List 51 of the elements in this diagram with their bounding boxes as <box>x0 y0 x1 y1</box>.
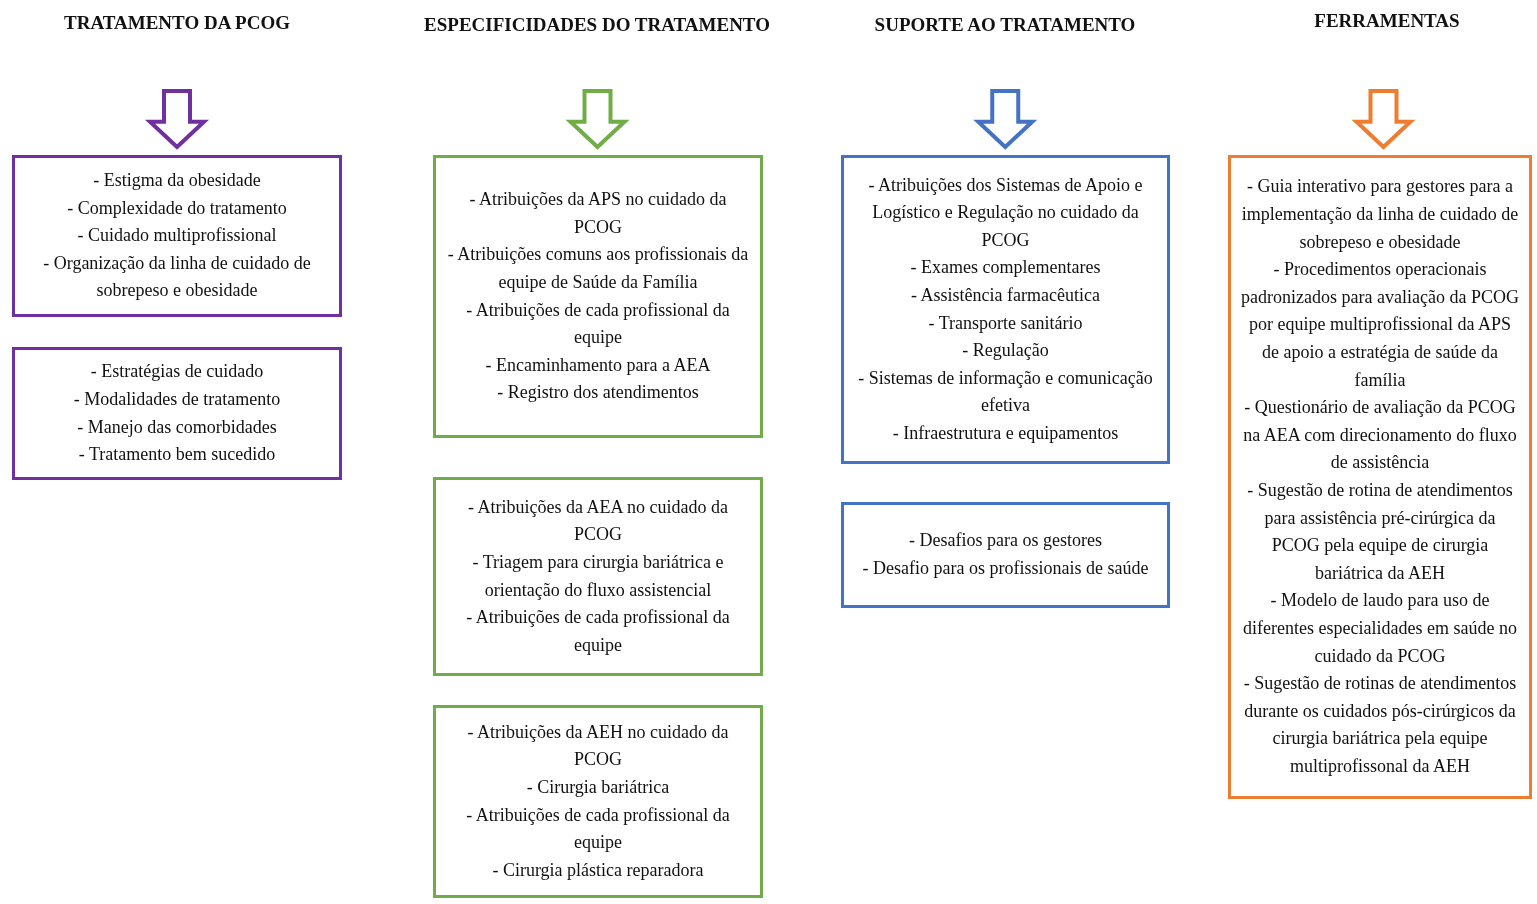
list-item: - Cuidado multiprofissional <box>76 224 278 248</box>
list-item: - Atribuições da AEH no cuidado da PCOG <box>466 720 730 772</box>
text-box <box>433 477 763 676</box>
list-item: - Regulação <box>961 339 1050 363</box>
list-item: - Atribuições da AEA no cuidado da PCOG <box>467 495 729 547</box>
block-arrow <box>1351 89 1416 150</box>
list-item: - Cirurgia plástica reparadora <box>491 858 705 882</box>
column-heading: TRATAMENTO DA PCOG <box>63 11 291 35</box>
list-item: - Atribuições de cada profissional da equipe <box>465 298 731 350</box>
list-item: - Atribuições de cada profissional da equipe <box>465 606 731 657</box>
list-item: - Transporte sanitário <box>927 311 1084 335</box>
list-item: - Modalidades de tratamento <box>72 387 282 411</box>
text-box <box>1228 155 1532 799</box>
list-item: - Manejo das comorbidades <box>76 415 278 439</box>
text-box <box>841 155 1170 464</box>
block-arrow <box>144 89 210 150</box>
list-item: - Atribuições comuns aos profissionais da equipe de Saúde da Família <box>446 243 750 294</box>
text-box <box>433 155 763 438</box>
column-heading: FERRAMENTAS <box>1313 9 1461 33</box>
list-item: - Complexidade do tratamento <box>66 196 288 220</box>
list-item: - Guia interativo para gestores para a implementação da linha de cuidado de sobrepeso e obesidade <box>1241 175 1519 254</box>
text-box <box>841 502 1170 608</box>
text-box <box>12 347 342 480</box>
column-heading: SUPORTE AO TRATAMENTO <box>873 13 1137 37</box>
list-item: - Sugestão de rotina de atendimentos para assistência pré-cirúrgica da PCOG pela equipe de cirurgia bariátrica da AEH <box>1246 479 1514 585</box>
list-item: - Atribuições da APS no cuidado da PCOG <box>468 188 728 239</box>
list-item: - Tratamento bem sucedido <box>77 443 277 467</box>
list-item: - Estigma da obesidade <box>92 169 262 192</box>
list-item: - Infraestrutura e equipamentos <box>891 421 1120 445</box>
list-item: - Cirurgia bariátrica <box>525 775 671 799</box>
list-item: - Questionário de avaliação da PCOG na AEA com direcionamento do fluxo de assistência <box>1242 396 1518 475</box>
text-box <box>12 155 342 317</box>
list-item: - Sugestão de rotinas de atendimentos durante os cuidados pós-cirúrgicos da cirurgia bariátrica pela equipe multiprofissonal da AEH <box>1242 672 1518 778</box>
list-item: - Organização da linha de cuidado de sobrepeso e obesidade <box>42 251 312 303</box>
list-item: - Desafios para os gestores <box>908 529 1103 553</box>
list-item: - Encaminhamento para a AEA <box>484 353 712 377</box>
block-arrow <box>973 89 1038 150</box>
block-arrow <box>565 89 630 150</box>
column-heading: ESPECIFICIDADES DO TRATAMENTO <box>423 13 771 37</box>
list-item: - Sistemas de informação e comunicação efetiva <box>857 366 1154 418</box>
list-item: - Assistência farmacêutica <box>910 283 1101 307</box>
list-item: - Desafio para os profissionais de saúde <box>861 557 1150 580</box>
list-item: - Atribuições de cada profissional da equipe <box>465 803 731 855</box>
list-item: - Atribuições dos Sistemas de Apoio e Logístico e Regulação no cuidado da PCOG <box>867 173 1144 252</box>
list-item: - Estratégias de cuidado <box>89 360 265 384</box>
list-item: - Modelo de laudo para uso de diferentes especialidades em saúde no cuidado da PCOG <box>1242 589 1518 668</box>
list-item: - Registro dos atendimentos <box>496 381 700 405</box>
list-item: - Procedimentos operacionais padronizados para avaliação da PCOG por equipe multiprofissional da APS de apoio a estratégia de saúde da família <box>1241 258 1519 392</box>
list-item: - Triagem para cirurgia bariátrica e orientação do fluxo assistencial <box>471 550 725 602</box>
text-box <box>433 705 763 898</box>
list-item: - Exames complementares <box>909 256 1102 280</box>
